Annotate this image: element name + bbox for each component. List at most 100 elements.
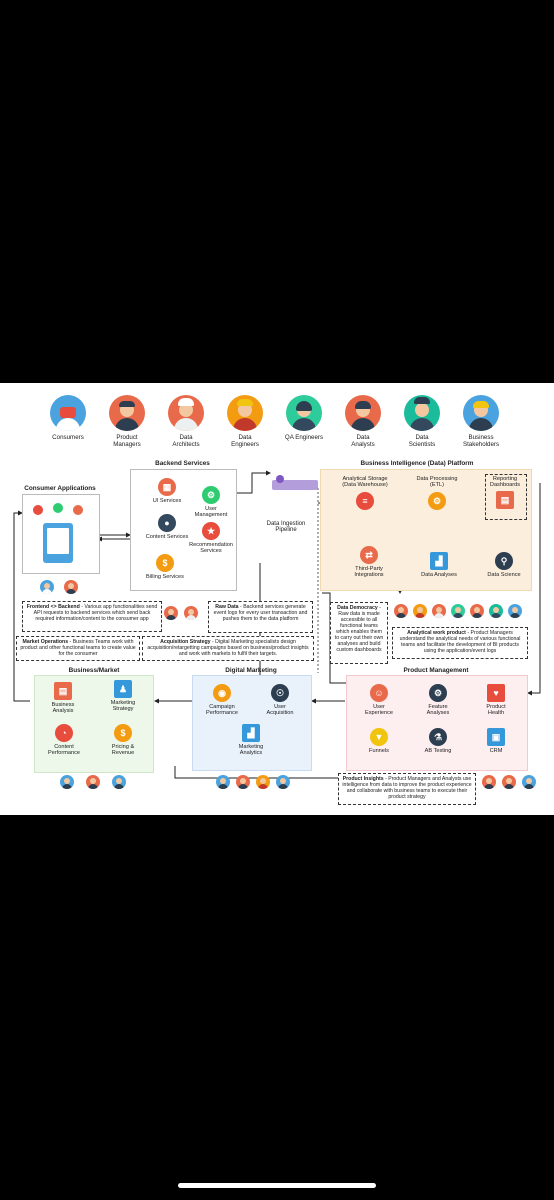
content-services: ●Content Services [137,514,197,540]
persona-label: Business Stakeholders [462,434,500,448]
pricing-icon: $ [114,724,132,742]
item-label: Pricing & Revenue [111,744,135,757]
analyst-mini-avatar-icon [470,604,484,618]
item-label: Funnels [369,748,389,754]
data-science: ⚲Data Science [479,552,529,578]
persona-data-scientists: Data Scientists [398,395,446,448]
data-scientist-avatar-icon [404,395,440,431]
item-label: Third-Party Integrations [354,566,384,579]
dashboard-icon: ▤ [496,490,514,509]
persona-label: Data Engineers [231,434,259,448]
note-head: Acquisition Strategy [160,639,211,645]
product-health-icon: ♥ [487,684,505,702]
phone-screen [47,528,69,554]
item-label: Recommendation Services [189,542,233,555]
note-head: Product Insights [342,776,384,782]
engineer-mini-avatar-icon [256,775,270,789]
note-frontend-backend: Frontend <> Backend - Various app functi… [22,601,162,632]
business-market-title: Business/Market [68,667,120,674]
product-management-box: ☺User Experience ⚙Feature Analyses ♥Prod… [346,675,528,771]
note-head: Market Operations [22,639,69,645]
consumer-avatar-icon [50,395,86,431]
web-icon [73,505,83,515]
backend-services-title: Backend Services [155,460,210,467]
architect-mini-avatar-icon [432,604,446,618]
integration-icon: ⇄ [360,546,378,564]
item-label: Data Processing (ETL) [416,476,458,489]
pm-mini-avatar-icon [394,604,408,618]
stakeholder-mini-avatar-icon [276,775,290,789]
data-science-icon: ⚲ [495,552,513,570]
item-label: Marketing Strategy [110,700,136,713]
bi-platform-box: Analytical Storage (Data Warehouse)≡ Dat… [320,469,532,591]
item-label: User Management [194,506,228,519]
note-head: Raw Data [215,604,239,610]
item-label: Content Performance [47,744,81,757]
persona-label: Data Architects [172,434,200,448]
marketing-strategy-icon: ♟ [114,680,132,698]
item-label: Content Services [145,534,189,540]
engineer-mini-avatar-icon [413,604,427,618]
analysis-chart-icon: ▟ [430,552,448,570]
digital-marketing-box: ◉Campaign Performance ☉User Acquisition … [192,675,312,771]
item-label: Billing Services [146,574,184,580]
billing-icon: $ [156,554,174,572]
persona-qa-engineers: QA Engineers [280,395,328,441]
data-analyses: ▟Data Analyses [411,552,467,578]
consumer-mini-avatar-icon [40,580,54,594]
item-label: Feature Analyses [426,704,450,717]
crm-icon: ▣ [487,728,505,746]
stakeholder-mini-avatar-icon [216,775,230,789]
note-text: - Product Managers and Analysts use inte… [342,776,472,800]
apple-icon [33,505,43,515]
diagram-canvas: Consumers Product Managers Data Architec… [0,383,554,815]
persona-label: Consumers [52,434,84,441]
item-label: Reporting Dashboards [489,476,521,489]
pricing-revenue: $ Pricing & Revenue [99,724,147,757]
pm-mini-avatar-icon [164,606,178,620]
ui-services: ▦UI Services [145,478,189,504]
business-market-box: ▤Business Analysis ♟Marketing Strategy ◔… [34,675,154,773]
note-market-operations: Market Operations - Business Teams work … [16,636,140,661]
home-indicator[interactable] [178,1183,376,1188]
pm-mini-avatar-icon [64,580,78,594]
data-architect-avatar-icon [168,395,204,431]
campaign-performance: ◉ Campaign Performance [197,684,247,717]
item-label: CRM [489,748,503,754]
funnel-icon: ▼ [370,728,388,746]
persona-label: QA Engineers [284,434,324,441]
item-label: User Acquisition [266,704,294,717]
business-stakeholder-avatar-icon [463,395,499,431]
item-label: Campaign Performance [205,704,239,717]
bi-platform-title: Business Intelligence (Data) Platform [360,460,474,467]
user-management: ⚙User Management [189,486,233,519]
product-manager-avatar-icon [109,395,145,431]
architect-mini-avatar-icon [184,606,198,620]
business-analysis: ▤Business Analysis [41,682,85,715]
note-text: - Various app functionalities send API r… [33,604,158,622]
analyst-mini-avatar-icon [502,775,516,789]
android-icon [53,503,63,513]
pm-mini-avatar-icon [236,775,250,789]
consumer-applications-box [22,494,100,574]
marketing-analytics: ▟Marketing Analytics [227,724,275,757]
note-raw-data: Raw Data - Backend services generate eve… [208,601,313,633]
product-management-title: Product Management [403,667,469,674]
feature-analyses: ⚙ Feature Analyses [413,684,463,717]
ab-testing-icon: ⚗ [429,728,447,746]
product-health: ♥Product Health [473,684,519,717]
ingestion-pipe-icon [272,480,318,490]
business-analysis-icon: ▤ [54,682,72,700]
persona-data-engineers: Data Engineers [221,395,269,448]
persona-product-managers: Product Managers [103,395,151,448]
campaign-icon: ◉ [213,684,231,702]
database-icon: ≡ [356,491,374,510]
note-text: - Backend services generate event logs f… [213,604,308,622]
persona-data-architects: Data Architects [162,395,210,448]
stakeholder-mini-avatar-icon [522,775,536,789]
note-acquisition-strategy: Acquisition Strategy - Digital Marketing… [142,636,314,661]
feature-analyses-icon: ⚙ [429,684,447,702]
data-engineer-avatar-icon [227,395,263,431]
persona-consumers: Consumers [44,395,92,441]
pipe-valve-icon [276,475,284,483]
